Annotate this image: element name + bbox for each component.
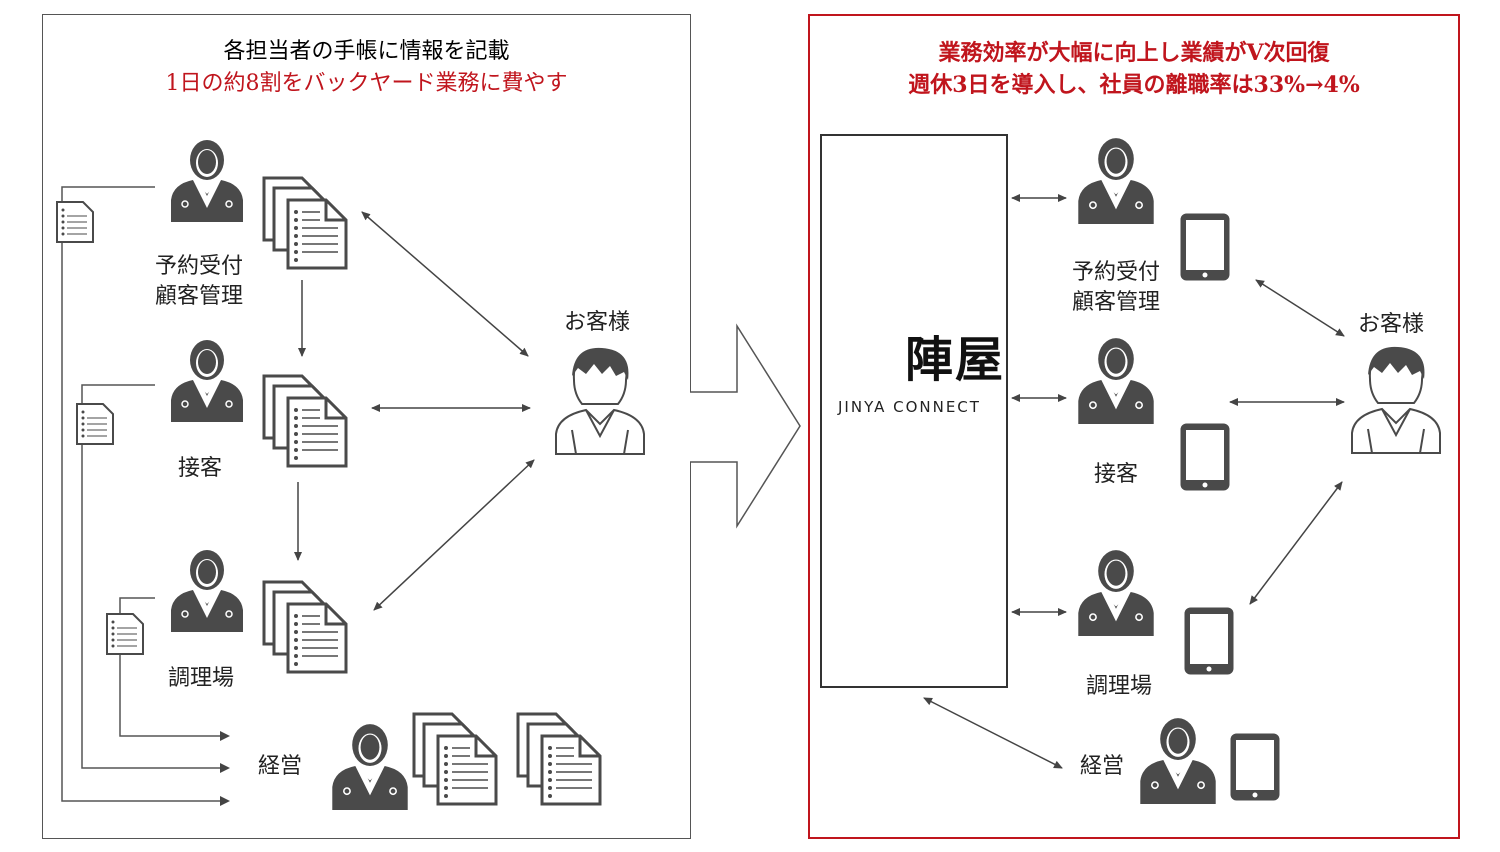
reservation-label: 予約受付 (1072, 260, 1161, 285)
documents-icon (262, 374, 348, 468)
documents-icon (516, 712, 602, 806)
tablet-icon (1180, 423, 1230, 491)
management-label: 経営 (1080, 754, 1125, 779)
documents-icon (412, 712, 498, 806)
kitchen-staff-icon (170, 549, 244, 632)
before-panel: 各担当者の手帳に情報を記載 1日の約8割をバックヤード業務に費やす (42, 14, 691, 839)
jinya-connect-system-box (820, 134, 1008, 688)
reservation-label: 予約受付 (155, 254, 244, 279)
reservation-staff-icon (170, 139, 244, 222)
reservation-staff-icon (1077, 137, 1155, 224)
tablet-icon (1180, 213, 1230, 281)
kitchen-label: 調理場 (168, 666, 235, 691)
salesforce-label: salesforce (880, 466, 956, 484)
customer-icon (555, 346, 645, 455)
transition-arrow (690, 323, 801, 529)
after-panel: 業務効率が大幅に向上し業績がV次回復 週休3日を導入し、社員の離職率は33%→4… (808, 14, 1460, 839)
customer-icon (1350, 345, 1442, 455)
kitchen-label: 調理場 (1086, 674, 1153, 699)
tablet-icon (1184, 607, 1234, 675)
jinya-logo-text: 陣屋 (905, 332, 1006, 388)
jinya-connect-label: JINYA CONNECT (838, 398, 981, 416)
after-subtitle: 週休3日を導入し、社員の離職率は33%→4% (908, 72, 1360, 98)
service-staff-icon (1077, 337, 1155, 424)
after-title: 業務効率が大幅に向上し業績がV次回復 (938, 40, 1330, 66)
memo-icon (106, 613, 144, 655)
service-label: 接客 (1094, 462, 1139, 487)
management-staff-icon (331, 723, 409, 810)
memo-icon (56, 201, 94, 243)
customer-label: お客様 (1358, 312, 1425, 337)
before-title: 各担当者の手帳に情報を記載 (223, 39, 510, 64)
customer-management-label: 顧客管理 (1072, 290, 1161, 315)
kitchen-staff-icon (1077, 549, 1155, 636)
service-staff-icon (170, 339, 244, 422)
customer-label: お客様 (564, 310, 631, 335)
customer-management-label: 顧客管理 (155, 284, 244, 309)
management-staff-icon (1139, 717, 1217, 804)
before-subtitle: 1日の約8割をバックヤード業務に費やす (165, 71, 568, 96)
memo-icon (76, 403, 114, 445)
documents-icon (262, 580, 348, 674)
tablet-icon (1230, 733, 1280, 801)
documents-icon (262, 176, 348, 270)
management-label: 経営 (258, 754, 303, 779)
service-label: 接客 (178, 456, 223, 481)
